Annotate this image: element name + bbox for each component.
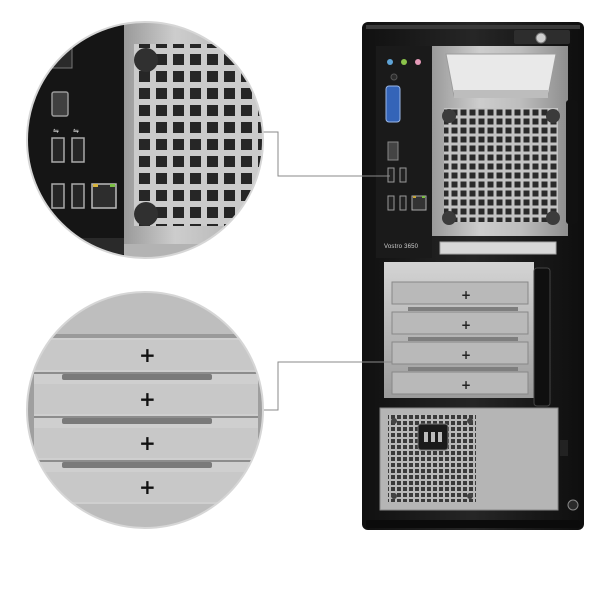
- fan-screw: [442, 109, 456, 123]
- audio-jack: [415, 59, 421, 65]
- usb-port: [51, 137, 65, 163]
- zoom-callout-slots: + + + +: [26, 291, 264, 529]
- plus-icon: +: [461, 288, 471, 302]
- plus-icon: +: [139, 431, 156, 455]
- plus-icon: +: [461, 318, 471, 332]
- fan-screw: [134, 202, 158, 226]
- expansion-slot: [391, 341, 529, 371]
- hdmi-port: [51, 91, 69, 117]
- expansion-slot: [28, 384, 263, 414]
- usb-port: [71, 137, 85, 163]
- zoom-callout-io: ⇋ ⇋: [26, 21, 264, 259]
- expansion-slot: [28, 428, 263, 458]
- audio-jack: [401, 59, 407, 65]
- plus-icon: +: [461, 348, 471, 362]
- usb-port: [387, 195, 395, 211]
- plus-icon: +: [139, 475, 156, 499]
- plus-icon: +: [139, 387, 156, 411]
- io-panel: [376, 46, 432, 258]
- usb-port: [71, 183, 85, 209]
- ethernet-port: [411, 195, 427, 211]
- expansion-slot: [391, 311, 529, 341]
- usb-icon: ⇋: [53, 127, 59, 135]
- callout-leader-lines: [258, 131, 392, 411]
- usb-port: [399, 167, 407, 183]
- expansion-slot: [28, 340, 263, 370]
- fan-screw: [134, 48, 158, 72]
- ethernet-port: [91, 183, 117, 209]
- audio-jack: [387, 59, 393, 65]
- usb-port: [399, 195, 407, 211]
- model-label: Vostro 3650: [384, 244, 419, 250]
- plus-icon: +: [139, 343, 156, 367]
- fan-screw: [546, 109, 560, 123]
- expansion-slot: [391, 281, 529, 311]
- expansion-slot: [391, 371, 529, 395]
- hdmi-port: [387, 141, 399, 161]
- computer-tower: Vostro 3650 + + + +: [362, 22, 584, 530]
- fan-grille: [444, 108, 558, 222]
- usb-port: [51, 183, 65, 209]
- vga-port: [385, 85, 401, 123]
- usb-icon: ⇋: [73, 127, 79, 135]
- fan-screw: [546, 211, 560, 225]
- usb-port: [387, 167, 395, 183]
- fan-screw: [442, 211, 456, 225]
- top-screw: [535, 32, 547, 44]
- plus-icon: +: [461, 378, 471, 392]
- fan-grille-zoomed: [134, 44, 262, 226]
